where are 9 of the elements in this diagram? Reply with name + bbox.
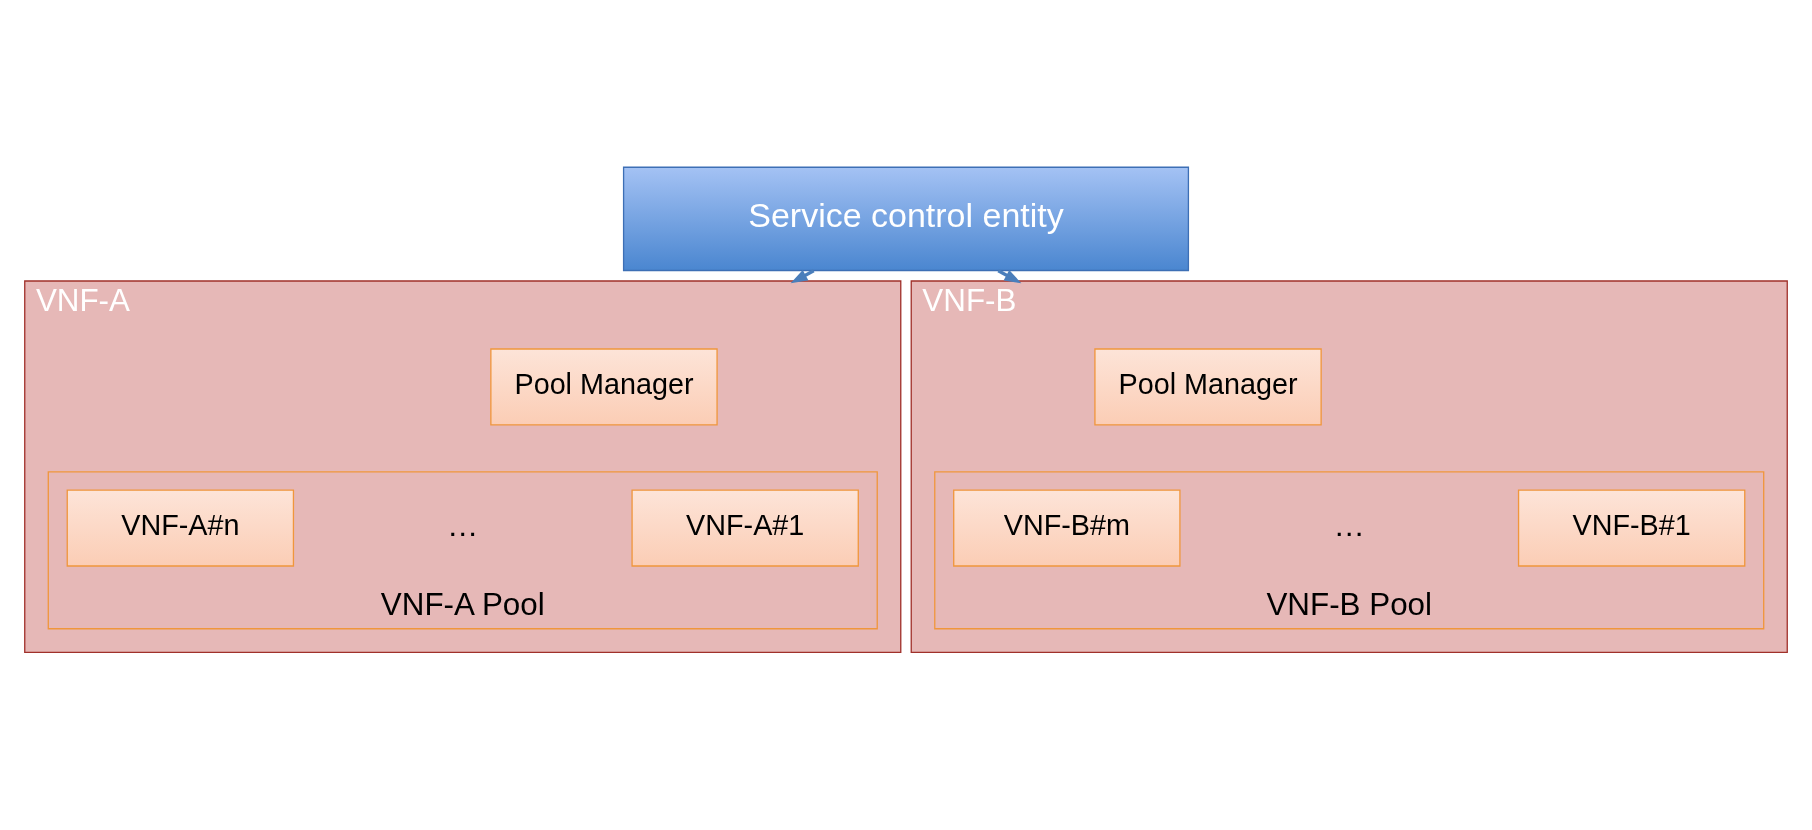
node-box: VNF-B#1 (1517, 489, 1746, 567)
node-box: VNF-B#m (953, 489, 1181, 567)
node-box: VNF-A#1 (631, 489, 859, 567)
label: … (447, 508, 479, 544)
label: … (1333, 508, 1365, 544)
node-box: Service control entity (622, 166, 1190, 272)
node-box: Pool Manager (490, 348, 718, 426)
node-box: Pool Manager (1094, 348, 1322, 426)
node-box: VNF-A#n (66, 489, 295, 567)
